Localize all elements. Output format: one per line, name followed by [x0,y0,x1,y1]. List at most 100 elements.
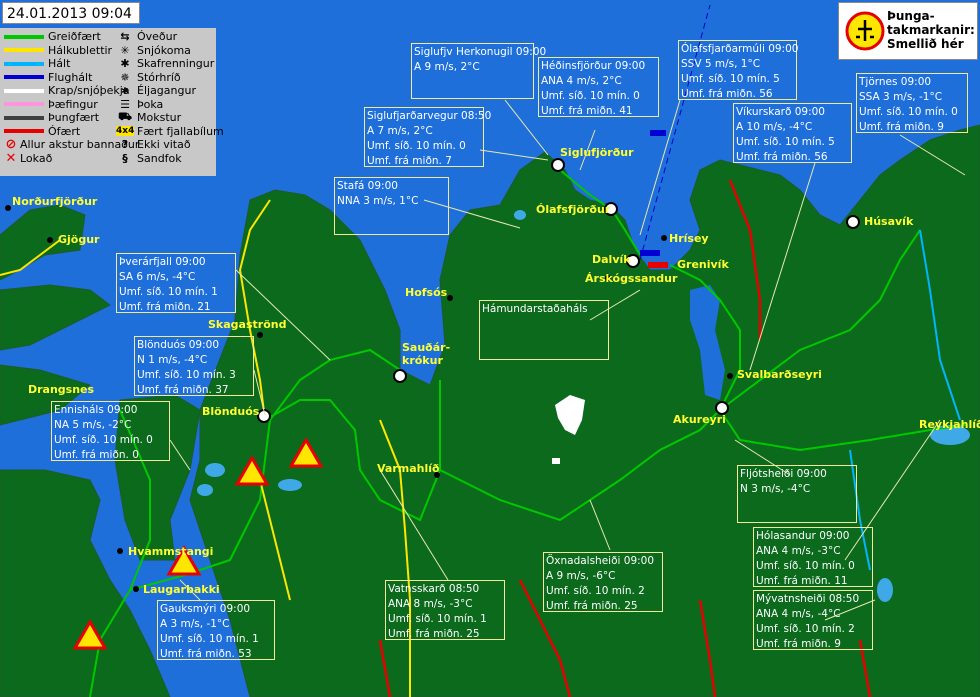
station-line: Umf. frá miðn. 11 [756,575,848,587]
place-label[interactable]: Blönduós [202,405,260,418]
station-myvatnsheidi[interactable]: Mývatnsheiði 08:50 ANA 4 m/s, -4°C Umf. … [753,590,873,650]
legend-label: Þoka [137,97,164,111]
place-label[interactable]: Reykjahlíð [919,418,980,431]
station-line: Umf. síð. 10 mín. 1 [388,613,487,625]
place-label[interactable]: Hofsós [405,286,448,299]
station-line: Umf. frá miðn. 25 [546,600,638,612]
legend-label: Mokstur [137,111,182,125]
legend-label: Stórhríð [137,70,181,84]
station-line: N 3 m/s, -4°C [740,483,811,495]
station-fljotsheidi[interactable]: Fljótsheiði 09:00 N 3 m/s, -4°C [737,465,857,523]
place-label[interactable]: Sauðár- [402,341,451,354]
place-label[interactable]: Skagaströnd [208,318,287,331]
station-line: Umf. síð. 10 mín. 1 [160,633,259,645]
station-line: Hámundarstaðaháls [482,303,588,315]
station-line: NA 5 m/s, -2°C [54,419,132,431]
station-ennishals[interactable]: Ennisháls 09:00 NA 5 m/s, -2°C Umf. síð.… [51,401,170,461]
station-holasandur[interactable]: Hólasandur 09:00 ANA 4 m/s, -3°C Umf. sí… [753,527,873,587]
station-thverarfjall[interactable]: Þverárfjall 09:00 SA 6 m/s, -4°C Umf. sí… [116,253,236,313]
station-line: Gauksmýri 09:00 [160,603,251,615]
weight-restrictions-button[interactable]: Þunga- takmarkanir: Smellið hér [838,2,978,60]
place-label[interactable]: Grenivík [677,258,729,271]
place-label[interactable]: krókur [402,354,443,367]
place-markers [5,158,860,592]
station-line: A 7 m/s, 2°C [367,125,433,137]
station-line: Umf. síð. 10 mín. 0 [541,90,640,102]
legend-item: Hálkublettir [4,44,139,58]
station-gauksmyri[interactable]: Gauksmýri 09:00 A 3 m/s, -1°C Umf. síð. … [157,600,275,660]
legend-label: Hálkublettir [48,43,113,57]
place-label[interactable]: Akureyri [673,413,726,426]
place-label[interactable]: Húsavík [864,215,914,228]
station-line: A 9 m/s, -6°C [546,570,616,582]
station-line: Umf. síð. 10 mín. 2 [546,585,645,597]
place-label[interactable]: Norðurfjörður [12,195,98,208]
station-blonduos[interactable]: Blönduós 09:00 N 1 m/s, -4°C Umf. síð. 1… [134,336,254,396]
station-line: Umf. frá miðn. 7 [367,155,452,167]
station-vatnsskard[interactable]: Vatnsskarð 08:50 ANA 8 m/s, -3°C Umf. sí… [385,580,505,640]
station-line: Umf. frá miðn. 56 [736,151,828,163]
legend-item: Krap/snjóþekja [4,84,139,98]
no-driving-icon: ⊘ [5,137,17,153]
place-label[interactable]: Gjögur [58,233,100,246]
station-siglufjardarvegur[interactable]: Siglufjarðarvegur 08:50 A 7 m/s, 2°C Umf… [364,107,492,167]
road-swatch [4,88,44,93]
place-label[interactable]: Hrísey [669,232,709,245]
legend-item: ∗Éljagangur [116,84,224,98]
legend-label: Ófært [48,124,81,138]
place-label[interactable]: Drangsnes [28,383,95,396]
place-label[interactable]: Siglufjörður [560,146,634,159]
station-hedinsfjordur[interactable]: Héðinsfjörður 09:00 ANA 4 m/s, 2°C Umf. … [538,57,659,117]
station-line: Umf. síð. 10 mín. 0 [54,434,153,446]
legend-item: Hált [4,57,139,71]
station-oxnadalsheidi[interactable]: Öxnadalsheiði 09:00 A 9 m/s, -6°C Umf. s… [543,552,663,612]
station-siglufjv[interactable]: Siglufjv Herkonugil 09:00 A 9 m/s, 2°C [411,43,546,99]
legend-item: Ófært [4,125,139,139]
snow-patches [552,395,585,464]
station-line: Umf. frá miðn. 56 [681,88,773,100]
place-label[interactable]: Dalvík [592,253,631,266]
place-label[interactable]: Hvammstangi [128,545,214,558]
station-line: SSV 5 m/s, 1°C [681,58,761,70]
legend-item: Greiðfært [4,30,139,44]
legend-item: ? Ekki vitað [116,138,224,152]
station-olafsfjardarmuli[interactable]: Ólafsfjarðarmúli 09:00 SSV 5 m/s, 1°C Um… [678,40,798,100]
weight-restrictions-label: Þunga- takmarkanir: Smellið hér [887,9,975,51]
station-line: Umf. síð. 10 mín. 1 [119,286,218,298]
place-label[interactable]: Laugarbakki [143,583,220,596]
station-vikurskard[interactable]: Víkurskarð 09:00 A 10 m/s, -4°C Umf. síð… [733,103,852,163]
station-tjornes[interactable]: Tjörnes 09:00 SSA 3 m/s, -1°C Umf. síð. … [856,73,968,133]
legend-item: ✵Stórhríð [116,71,224,85]
station-line: Þverárfjall 09:00 [119,256,206,268]
unknown-icon: ? [121,138,129,152]
station-hamundarstadahals[interactable]: Hámundarstaðaháls [479,300,609,360]
legend-item: §Sandfok [116,152,224,166]
station-line: Umf. síð. 10 mín. 0 [859,106,958,118]
legend-label: Þungfært [48,111,100,125]
place-label[interactable]: Varmahlíð [377,462,440,475]
legend-label: Fært fjallabílum [137,124,224,138]
legend-label: Ekki vitað [137,138,191,152]
place-label[interactable]: Árskógssandur [585,272,678,285]
road-swatch [4,61,44,66]
station-line: ANA 8 m/s, -3°C [388,598,473,610]
closed-icon: ✕ [5,150,17,166]
legend-item: ⇆Óveður [116,30,224,44]
station-stafa[interactable]: Stafá 09:00 NNA 3 m/s, 1°C [334,177,449,235]
station-line: SA 6 m/s, -4°C [119,271,196,283]
legend-label: Hált [48,57,71,71]
closed-roads [378,179,872,697]
station-line: Siglufjarðarvegur 08:50 [367,110,492,122]
place-label[interactable]: Svalbarðseyri [737,368,822,381]
lakes [197,210,970,602]
legend-label: Sandfok [137,151,182,165]
legend-item: ✳Snjókoma [116,44,224,58]
station-line: ANA 4 m/s, -3°C [756,545,841,557]
station-line: Umf. síð. 10 mín. 5 [681,73,780,85]
badge-line: takmarkanir: [887,23,975,37]
4x4-icon: 4x4 [116,126,135,137]
legend-item: ⛟Mokstur [116,110,224,125]
place-label[interactable]: Ólafsfjörður [536,203,611,216]
station-line: N 1 m/s, -4°C [137,354,208,366]
